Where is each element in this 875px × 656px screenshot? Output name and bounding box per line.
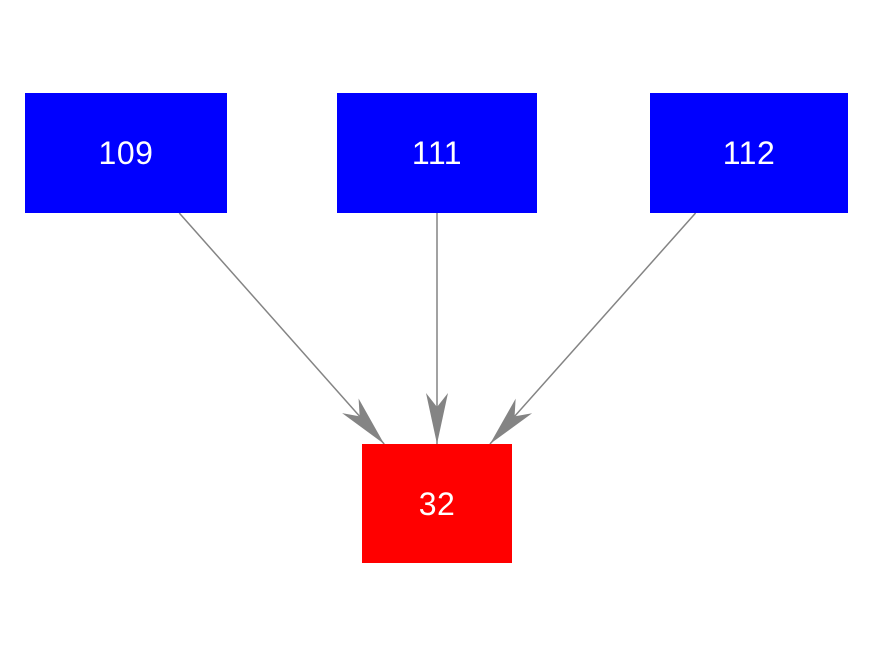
node-label: 112 — [722, 135, 776, 171]
node-109[interactable]: 109 — [25, 93, 227, 213]
node-111[interactable]: 111 — [337, 93, 537, 213]
node-label: 32 — [418, 485, 456, 522]
node-label: 111 — [411, 135, 463, 171]
edge-line-112-32 — [489, 212, 697, 445]
node-label: 109 — [98, 135, 154, 171]
edge-arrowhead-111-32 — [426, 393, 448, 444]
edge-line-109-32 — [178, 212, 385, 445]
node-32[interactable]: 32 — [362, 444, 512, 563]
node-112[interactable]: 112 — [650, 93, 848, 213]
